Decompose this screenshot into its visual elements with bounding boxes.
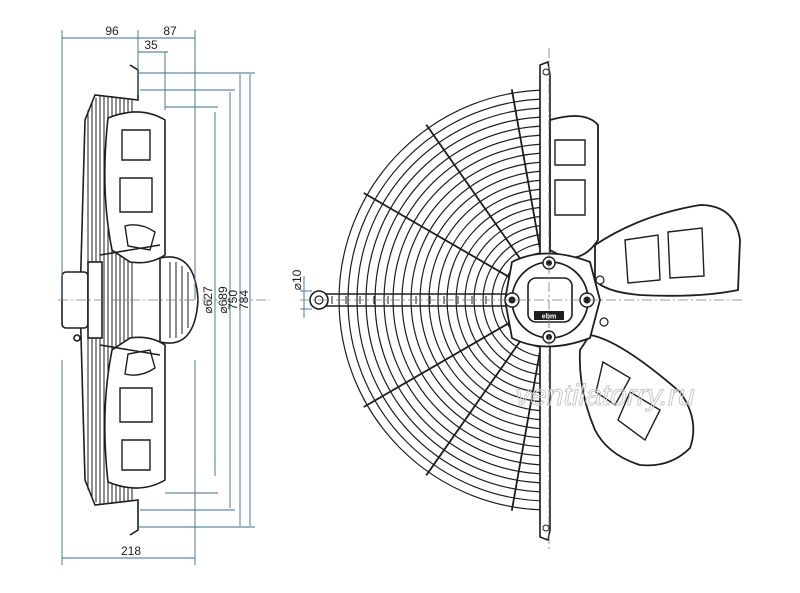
grill-spoke (425, 124, 525, 265)
front-view: ebm (309, 60, 741, 542)
watermark: ventilatorry.ru (515, 379, 695, 412)
grill-spoke (425, 335, 525, 476)
dim-96: 96 (105, 24, 119, 38)
dim-35: 35 (144, 38, 158, 52)
dim-218: 218 (121, 544, 141, 558)
dim-689: ⌀689 (216, 286, 230, 314)
front-blades (549, 115, 741, 467)
grill-ring (383, 134, 550, 466)
grill-ring (491, 242, 550, 358)
dim-627: ⌀627 (201, 286, 215, 314)
grill-ring (437, 188, 550, 412)
dim-750: 750 (226, 290, 240, 310)
grill-spokes (363, 89, 543, 511)
grill-ring (473, 224, 550, 376)
label-plate-text: ebm (542, 314, 556, 321)
side-dimensions (61, 30, 255, 565)
mount-arm (318, 293, 508, 307)
grill-spoke (510, 89, 543, 257)
grill-ring (455, 206, 550, 394)
grill-spoke (363, 192, 512, 279)
blade-right (594, 204, 741, 297)
hole-dimension (300, 276, 312, 318)
grill-spoke (363, 321, 512, 408)
dim-hole-10: ⌀10 (290, 269, 304, 290)
grill-ring (419, 170, 550, 430)
dim-784: 784 (237, 290, 251, 310)
grill-spoke (510, 343, 543, 511)
label-plate (534, 311, 564, 320)
grill-ring (365, 116, 550, 484)
dim-87: 87 (163, 24, 177, 38)
grill-ring (347, 98, 550, 502)
